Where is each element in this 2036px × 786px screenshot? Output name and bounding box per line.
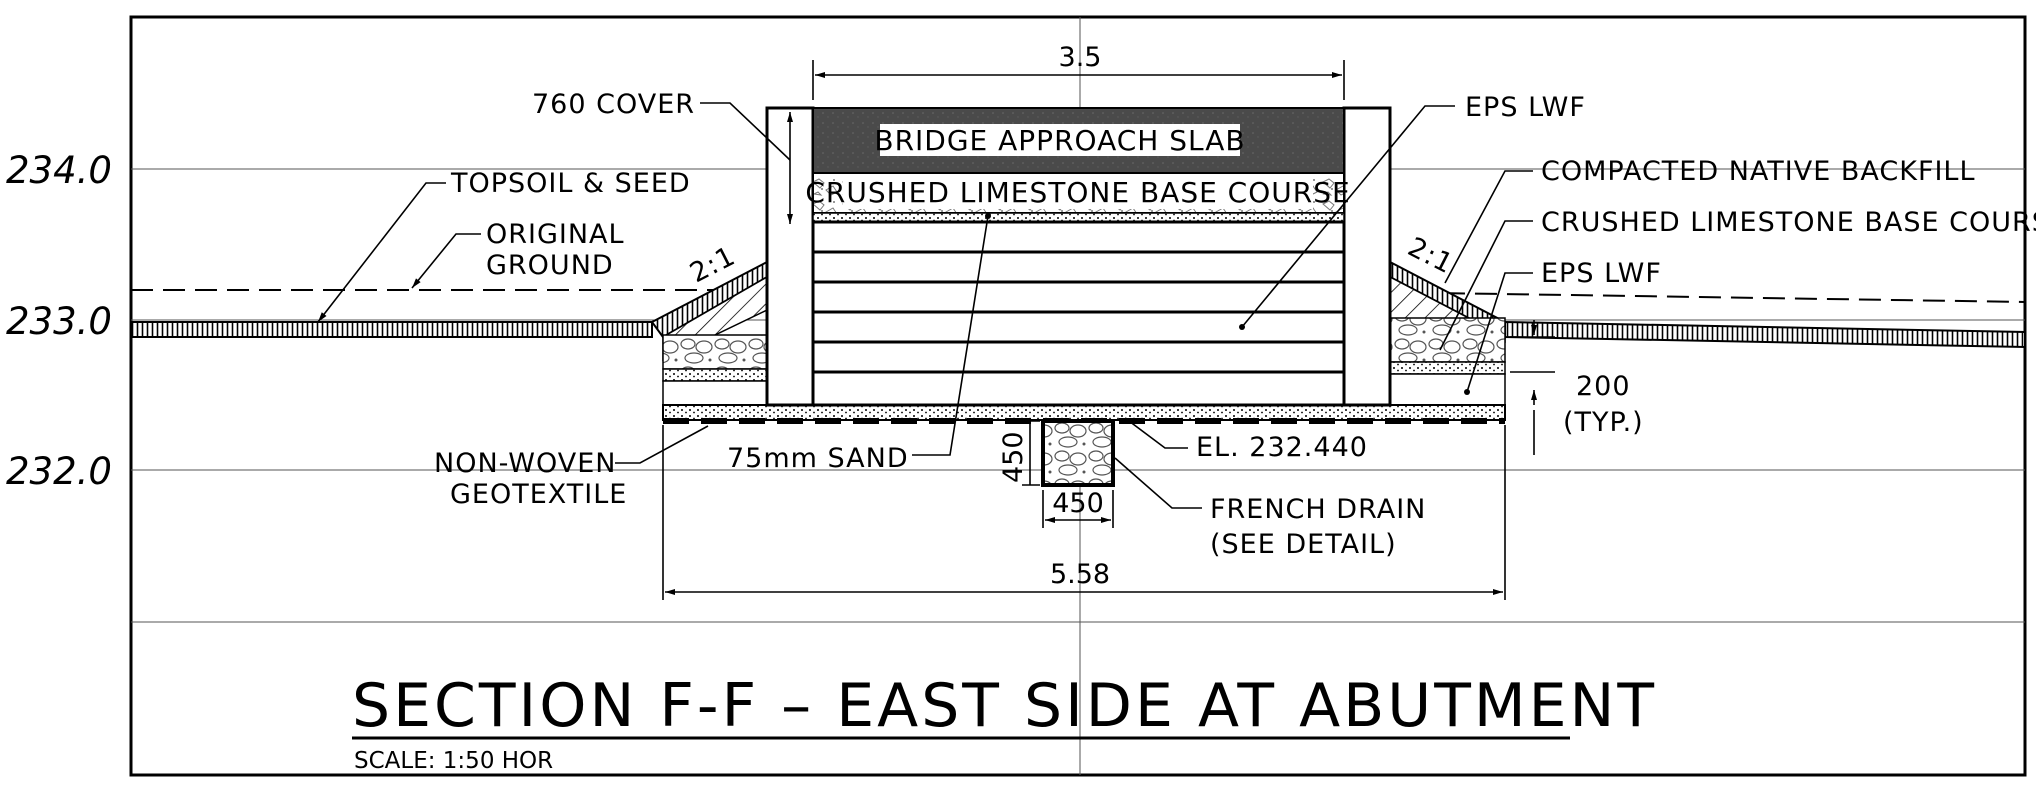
abutment-wall-right <box>1342 106 1392 407</box>
slab-label-box <box>880 124 1240 156</box>
elevation-label: 233.0 <box>6 300 112 343</box>
drain-height-value: 450 <box>998 431 1029 483</box>
typ-dimension <box>1510 320 1555 455</box>
typ-value: 200 <box>1576 371 1631 402</box>
french-drain-label: FRENCH DRAIN <box>1210 494 1426 525</box>
top-width-value: 3.5 <box>1059 42 1102 73</box>
french-drain-note: (SEE DETAIL) <box>1210 529 1397 560</box>
typ-note: (TYP.) <box>1563 407 1644 438</box>
backfill-label: COMPACTED NATIVE BACKFILL <box>1541 156 1976 187</box>
eps-right-label: EPS LWF <box>1541 258 1662 289</box>
elevation-label: 234.0 <box>6 149 112 192</box>
scale-note: SCALE: 1:50 HOR <box>354 748 553 774</box>
base-course-inner-label: CRUSHED LIMESTONE BASE COURSE <box>805 176 1350 209</box>
slab-label: BRIDGE APPROACH SLAB <box>874 124 1245 157</box>
original-ground-label: GROUND <box>486 250 614 281</box>
original-ground-label: ORIGINAL <box>486 219 625 250</box>
topsoil-label: TOPSOIL & SEED <box>450 168 691 199</box>
elevation-note: EL. 232.440 <box>1196 432 1368 463</box>
top-width-dimension <box>812 60 1345 100</box>
base-course-label-box <box>843 177 1313 209</box>
french-drain <box>1041 419 1115 487</box>
sand-label: 75mm SAND <box>727 443 909 474</box>
topsoil-left <box>130 321 653 338</box>
base-course-right-label: CRUSHED LIMESTONE BASE COURSE <box>1541 207 2036 238</box>
sand-bed <box>662 404 1506 421</box>
geotextile-label: GEOTEXTILE <box>450 479 627 510</box>
drain-width-value: 450 <box>1052 488 1104 519</box>
leader-dot <box>1464 389 1470 395</box>
drain-dimensions <box>1022 420 1114 528</box>
eps-blocks <box>811 220 1346 407</box>
leader-lines <box>317 105 1533 509</box>
eps-label: EPS LWF <box>1465 92 1586 123</box>
section-title: SECTION F-F – EAST SIDE AT ABUTMENT <box>352 671 1657 741</box>
topsoil-right <box>1504 320 2026 349</box>
cover-label: 760 COVER <box>532 89 695 120</box>
geotextile-label: NON-WOVEN <box>434 448 617 479</box>
bottom-width-value: 5.58 <box>1050 559 1110 590</box>
bottom-width-dimension <box>662 425 1506 600</box>
cover-dimension <box>700 102 793 224</box>
leader-dot <box>985 213 991 219</box>
sheet-border <box>129 15 2027 777</box>
right-embankment <box>1389 260 1506 406</box>
leader-dot <box>1239 324 1245 330</box>
elevation-label: 232.0 <box>6 450 112 493</box>
